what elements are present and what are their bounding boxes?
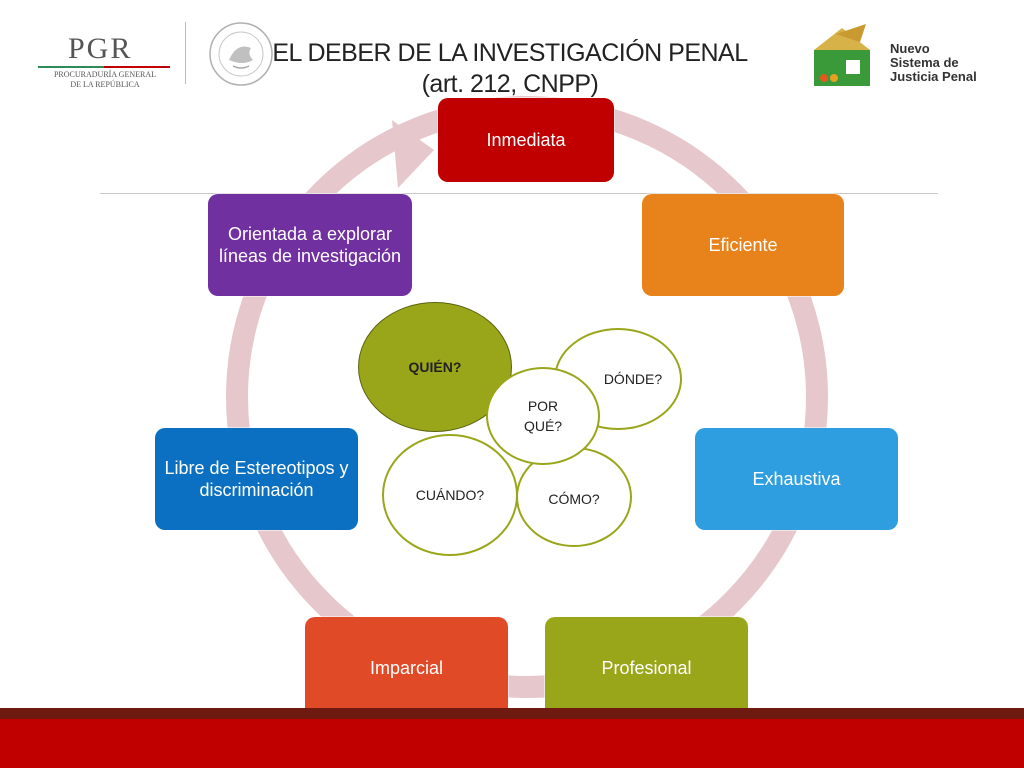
page-title: EL DEBER DE LA INVESTIGACIÓN PENAL (art.… (240, 38, 780, 100)
cycle-item-libre-de-estereotipos: Libre de Estereotipos y discriminación (155, 428, 358, 530)
cycle-item-inmediata: Inmediata (438, 98, 614, 182)
title-underline (100, 193, 938, 194)
cycle-item-label: Eficiente (708, 235, 778, 255)
question-por-que: POR QUÉ? (486, 367, 600, 465)
nsjp-line2: Sistema de (890, 55, 959, 70)
header-divider (185, 22, 186, 84)
nsjp-logo: Nuevo Sistema de Justicia Penal (806, 20, 986, 92)
nsjp-emblem-icon (814, 24, 870, 86)
cycle-item-orientada: Orientada a explorar líneas de investiga… (208, 194, 412, 296)
question-cuando: CUÁNDO? (382, 434, 518, 556)
pgr-logo-subtitle-line2: DE LA REPÚBLICA (70, 80, 140, 89)
cycle-item-profesional: Profesional (545, 617, 748, 719)
pgr-logo-text: PGR (68, 32, 133, 65)
cycle-item-label: Exhaustiva (752, 469, 841, 489)
footer-band-dark (0, 708, 1024, 719)
question-donde-label: DÓNDE? (603, 371, 663, 387)
cycle-item-label: Inmediata (486, 130, 566, 150)
question-por-que-label: POR QUÉ? (523, 398, 563, 434)
cycle-item-label: Profesional (601, 658, 692, 678)
page-title-line2: (art. 212, CNPP) (421, 70, 599, 98)
mexico-seal-icon (207, 20, 275, 88)
pgr-logo-rule-red (104, 66, 170, 68)
cycle-item-exhaustiva: Exhaustiva (695, 428, 898, 530)
nsjp-logo-text: Nuevo Sistema de Justicia Penal (890, 42, 977, 84)
question-como-label: CÓMO? (548, 491, 600, 507)
cycle-item-label: Libre de Estereotipos y discriminación (164, 458, 349, 500)
cycle-item-label: Orientada a explorar líneas de investiga… (218, 224, 402, 266)
cycle-item-eficiente: Eficiente (642, 194, 844, 296)
cycle-item-label: Imparcial (369, 658, 444, 678)
pgr-logo: PGR PROCURADURÍA GENERAL DE LA REPÚBLICA (38, 28, 178, 90)
nsjp-line1: Nuevo (890, 41, 930, 56)
pgr-logo-subtitle: PROCURADURÍA GENERAL DE LA REPÚBLICA (46, 70, 164, 90)
footer-band-red (0, 719, 1024, 768)
page-title-line1: EL DEBER DE LA INVESTIGACIÓN PENAL (272, 39, 748, 67)
question-cuando-label: CUÁNDO? (415, 487, 485, 503)
question-quien-label: QUIÉN? (408, 359, 462, 375)
nsjp-line3: Justicia Penal (890, 69, 977, 84)
pgr-logo-subtitle-line1: PROCURADURÍA GENERAL (53, 70, 156, 79)
cycle-item-imparcial: Imparcial (305, 617, 508, 719)
